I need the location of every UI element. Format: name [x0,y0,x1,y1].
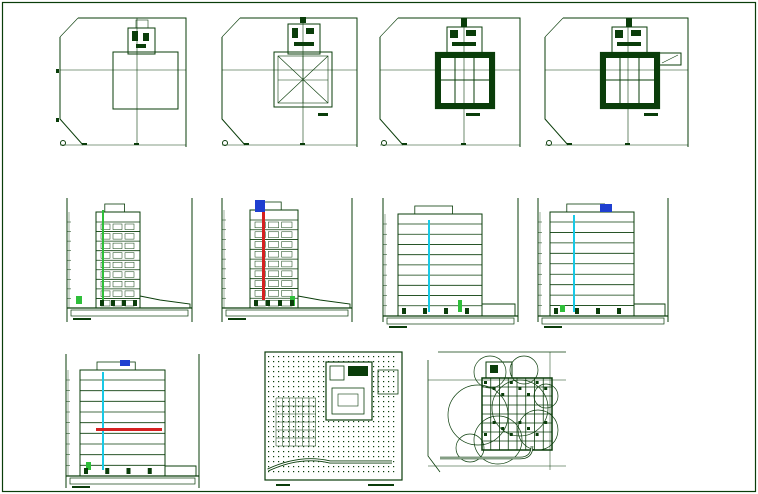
floor-plan-3 [379,17,521,147]
section-2 [537,198,669,328]
elevation-1 [66,198,193,322]
elevation-2 [221,198,353,322]
elevations-sections-row [66,198,669,328]
site-plan-2 [221,17,358,147]
section-1 [382,198,519,328]
section-3 [65,354,200,488]
hatched-site-plan [264,351,403,486]
site-plan-1 [56,17,187,147]
details-row [65,351,566,488]
landscape-plan [427,351,566,473]
floor-plan-4 [544,17,689,147]
